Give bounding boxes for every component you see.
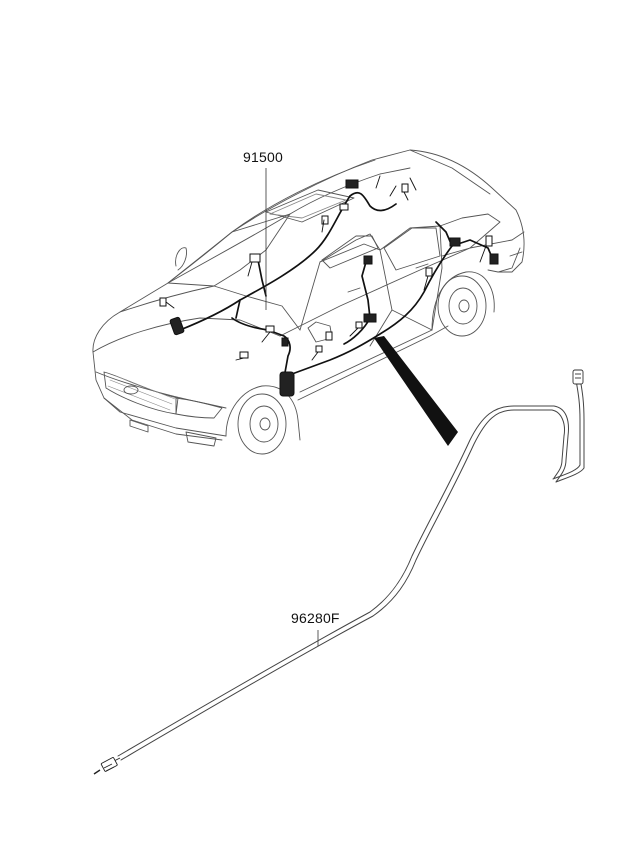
wiring-harness xyxy=(179,191,495,379)
antenna-connector-left xyxy=(93,757,121,775)
antenna-connector-right xyxy=(572,369,584,385)
harness-connectors xyxy=(159,179,499,397)
car-body xyxy=(92,149,525,455)
cable-part-number-label: 96280F xyxy=(291,610,340,626)
leader-lines xyxy=(265,168,319,646)
harness-small-leads xyxy=(165,175,487,361)
harness-part-number-label: 91500 xyxy=(243,149,283,165)
antenna-cable xyxy=(117,377,585,761)
kick-panel-strip xyxy=(374,336,458,446)
